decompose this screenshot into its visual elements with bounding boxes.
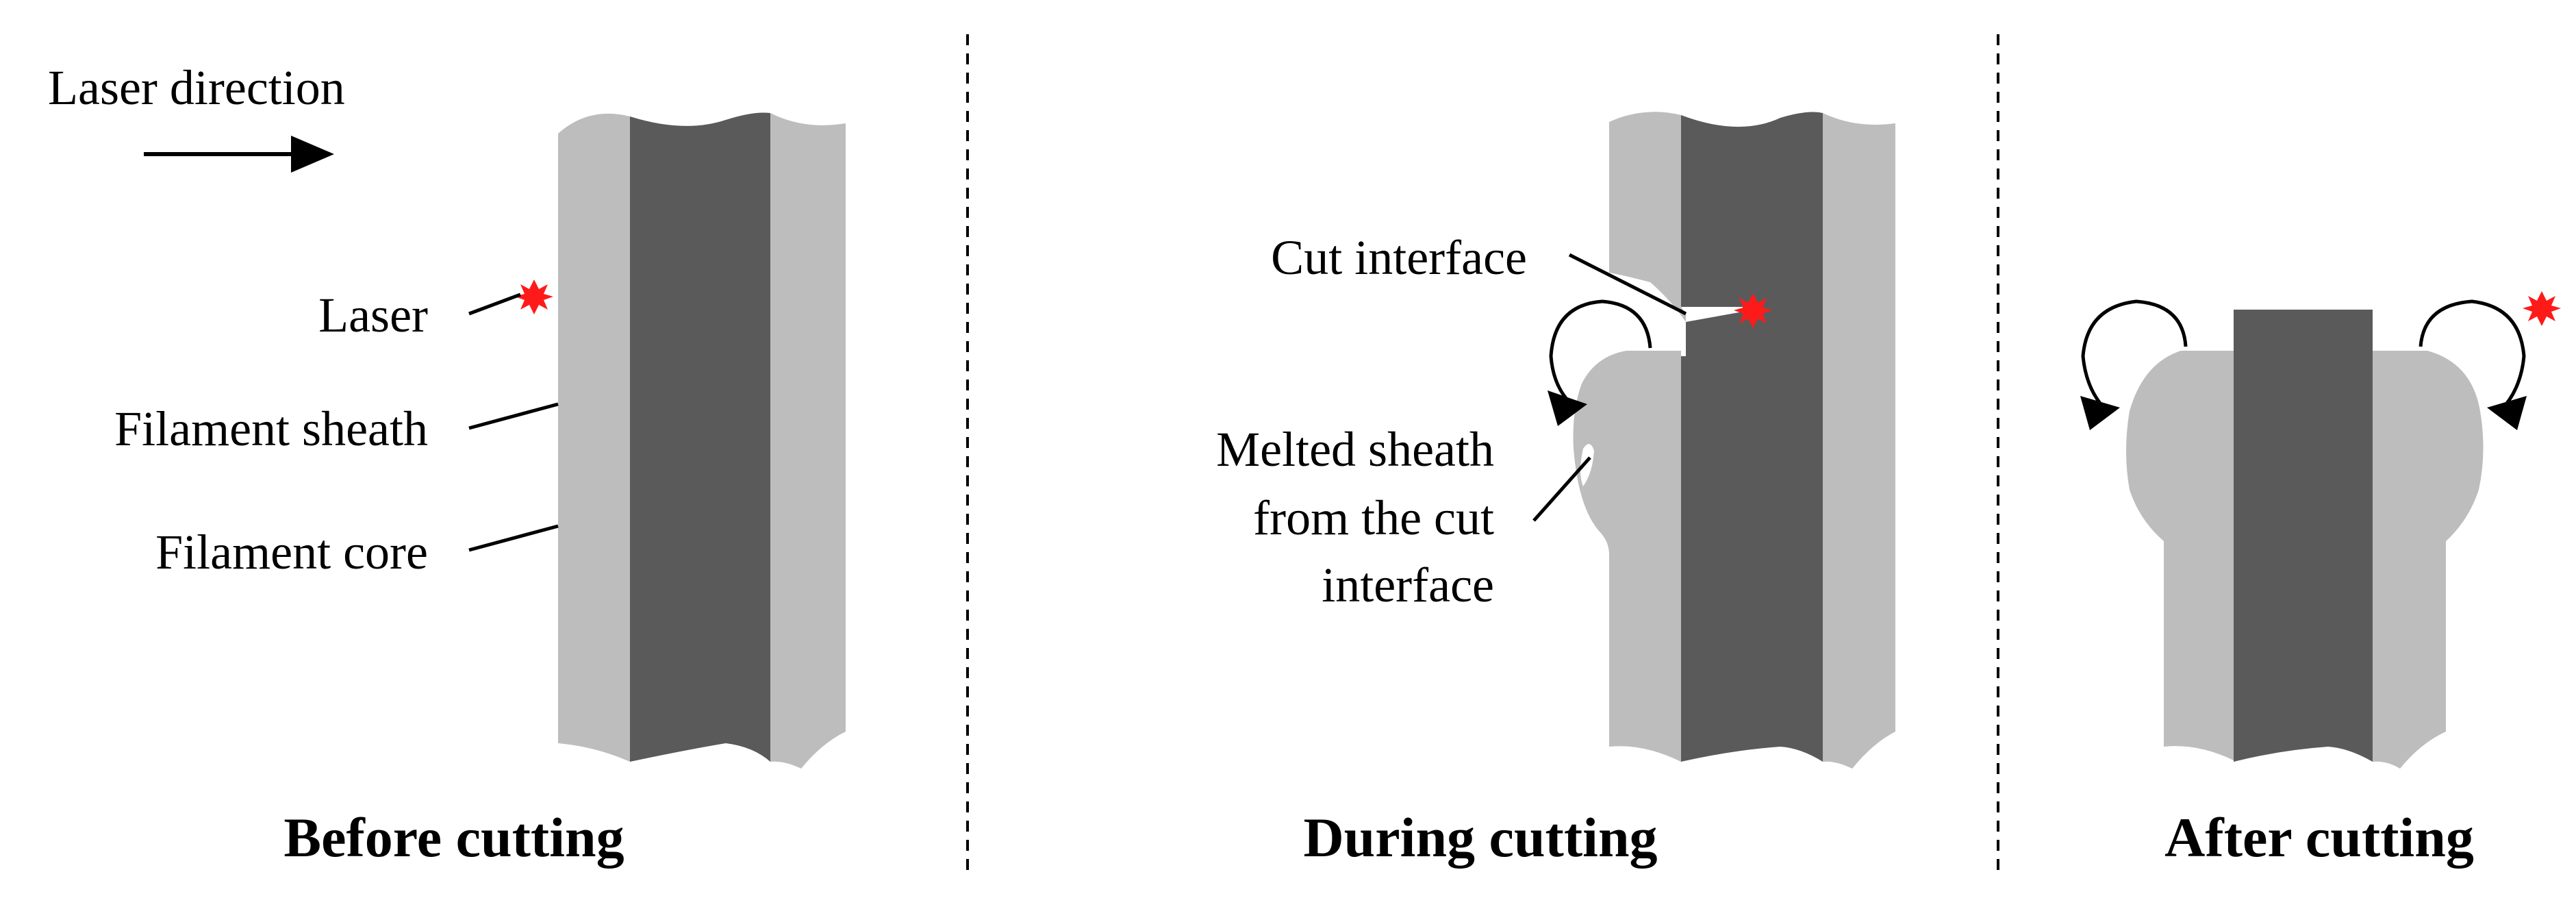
panel-before-cutting: Laser direction Laser Filament sheath Fi… — [48, 60, 846, 869]
laser-spot-during — [1734, 293, 1772, 328]
melted-sheath-leader — [1532, 456, 1591, 522]
melt-flow-arrowhead — [1548, 390, 1587, 426]
laser-direction-arrowhead — [291, 136, 334, 173]
upper-sheath-left — [1609, 112, 1686, 323]
laser-label: Laser — [318, 288, 428, 343]
filament-core-after — [2234, 310, 2373, 762]
filament-core-leader — [468, 524, 559, 552]
laser-direction-label: Laser direction — [48, 60, 345, 115]
melt-flow-arrow-left — [2081, 299, 2188, 406]
cut-interface-leader — [1568, 253, 1687, 316]
filament-sheath-label: Filament sheath — [114, 401, 428, 456]
caption-after-cutting: After cutting — [2164, 806, 2474, 869]
filament-sheath-left — [558, 113, 630, 762]
filament-sheath-leader — [468, 402, 559, 430]
melted-sheath-label-line3: interface — [1322, 558, 1494, 612]
melted-sheath-right — [2373, 351, 2484, 769]
caption-before-cutting: Before cutting — [283, 806, 624, 869]
filament-core-label: Filament core — [155, 525, 428, 580]
filament-sheath-right — [770, 113, 846, 769]
melted-sheath-gap — [1580, 444, 1594, 486]
melt-flow-arrow-right — [2419, 299, 2526, 406]
laser-spot-after — [2523, 291, 2561, 326]
melted-sheath-left — [2126, 351, 2234, 760]
melted-sheath-blob — [1573, 351, 1681, 762]
sheath-right-during — [1823, 113, 1895, 769]
melted-sheath-label-line1: Melted sheath — [1216, 422, 1494, 477]
melt-flow-arrow — [1549, 299, 1652, 402]
laser-spot — [515, 279, 553, 314]
filament-core-during — [1681, 112, 1823, 762]
panel-after-cutting: After cutting — [2080, 291, 2561, 869]
panel-during-cutting: Cut interface Melted sheath from the cut… — [1216, 112, 1895, 869]
melted-sheath-label-line2: from the cut — [1253, 490, 1494, 545]
melt-flow-arrowhead-right — [2487, 396, 2527, 430]
laser-leader — [468, 292, 521, 316]
filament-core — [630, 112, 770, 762]
caption-during-cutting: During cutting — [1303, 806, 1657, 869]
cut-interface-label: Cut interface — [1271, 230, 1527, 285]
melt-flow-arrowhead-left — [2080, 396, 2120, 430]
